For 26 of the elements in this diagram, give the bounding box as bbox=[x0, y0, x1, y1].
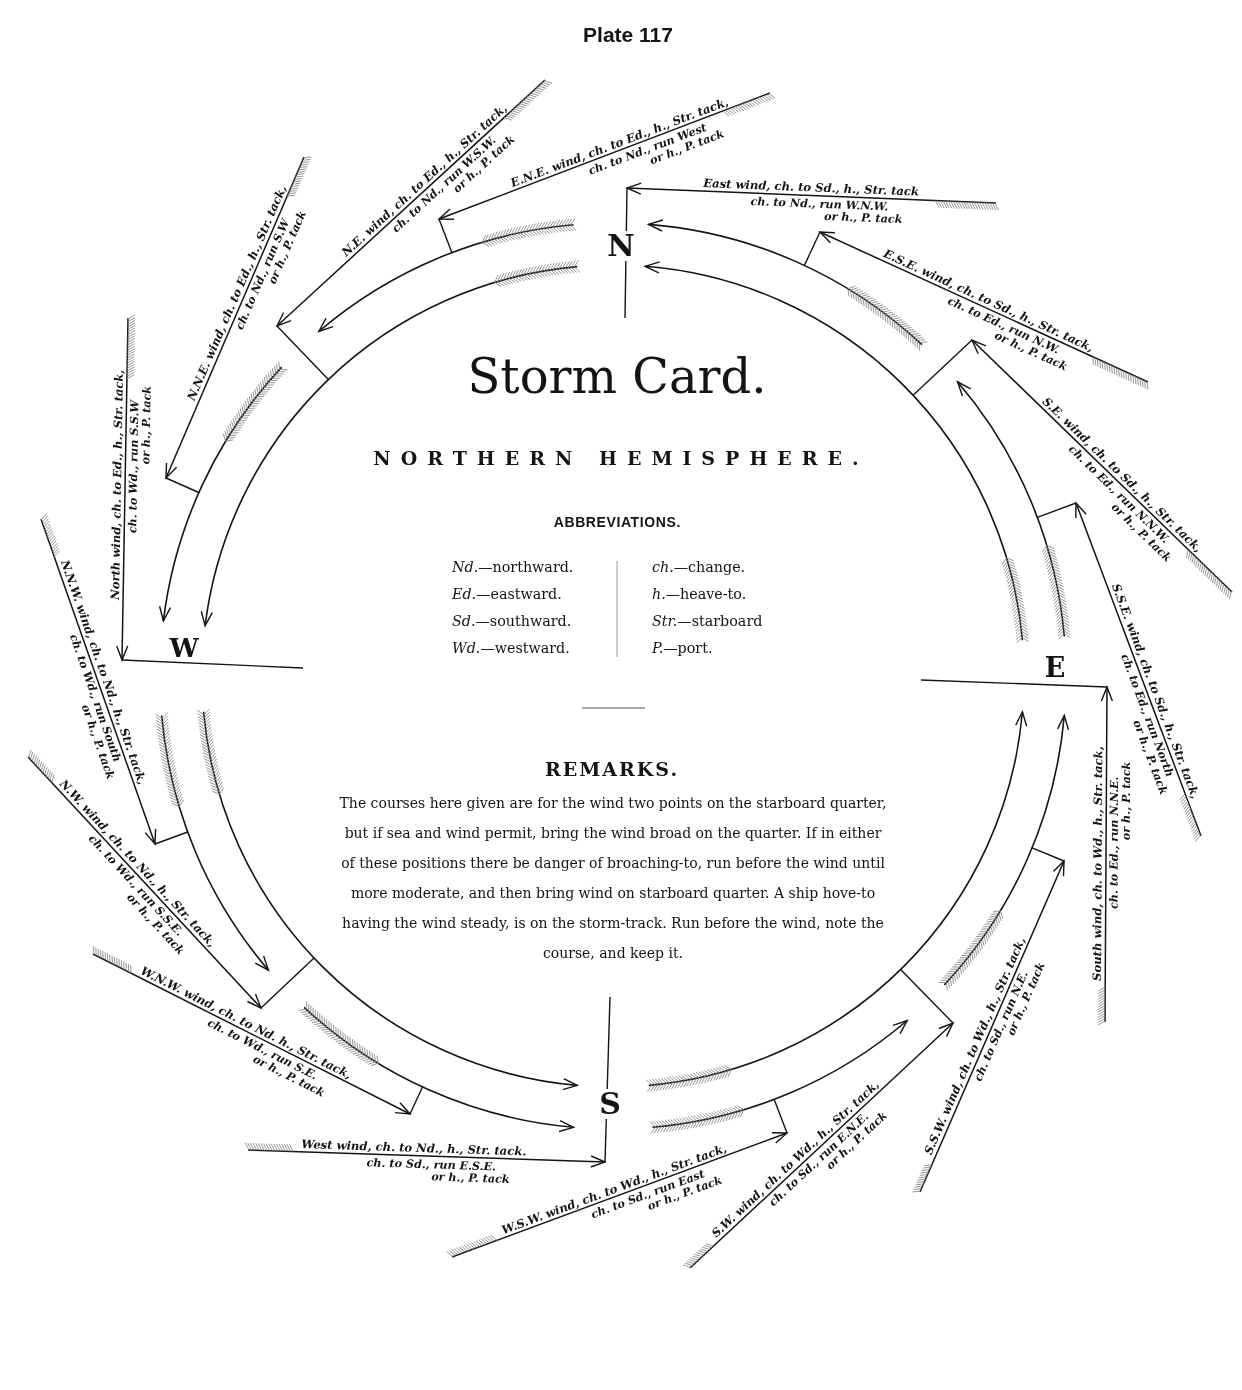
course-instruction: ch. to Ed., run N.N.E. bbox=[1107, 776, 1121, 910]
wind-instruction: North wind, ch. to Ed., h., Str. tack, bbox=[109, 369, 127, 600]
compass-letter: N bbox=[605, 231, 637, 261]
course-instruction: ch. to Nd., run W.N.W. bbox=[750, 195, 889, 213]
abbreviation: h.—heave-to. bbox=[652, 586, 747, 602]
alternative-instruction: or h., P. tack bbox=[823, 210, 903, 226]
subtitle: NORTHERN HEMISPHERE. bbox=[372, 447, 869, 469]
abbreviation: Nd.—northward. bbox=[452, 559, 574, 575]
plate-number: Plate 117 bbox=[583, 23, 673, 47]
abbreviation: Sd.—southward. bbox=[452, 613, 572, 629]
alternative-instruction: or h., P. tack bbox=[1119, 761, 1133, 841]
alternative-instruction: or h., P. tack bbox=[139, 385, 154, 465]
wind-instruction: West wind, ch. to Nd., h., Str. tack. bbox=[301, 1138, 527, 1159]
title: Storm Card. bbox=[467, 348, 767, 404]
abbreviation: Ed.—eastward. bbox=[452, 586, 562, 602]
course-instruction: ch. to Wd., run S.S.W bbox=[126, 399, 141, 534]
alternative-instruction: or h., P. tack bbox=[431, 1170, 510, 1186]
abbreviation: Wd.—westward. bbox=[452, 640, 570, 656]
course-instruction: ch. to Sd., run E.S.E. bbox=[366, 1156, 497, 1173]
paragraph: The courses here given are for the wind two points on the starboard quarter, but if sea and wind permit, bring the wind broad on the quarter. If in either of these positions there be danger of broaching-to, run before the wind until more moderate, and then bring wind on starboard quarter. A ship hove-to having the wind steady, is on the storm-track. Run before the wind, note the course, and keep it. bbox=[338, 794, 888, 963]
section-heading: ABBREVIATIONS. bbox=[553, 514, 681, 530]
section-heading: REMARKS. bbox=[544, 758, 679, 780]
abbreviation: Str.—starboard bbox=[652, 613, 763, 629]
abbreviation: ch.—change. bbox=[652, 559, 746, 575]
abbreviation: P.—port. bbox=[652, 640, 713, 656]
wind-instruction: South wind, ch. to Wd., h., Str. tack, bbox=[1091, 746, 1106, 981]
